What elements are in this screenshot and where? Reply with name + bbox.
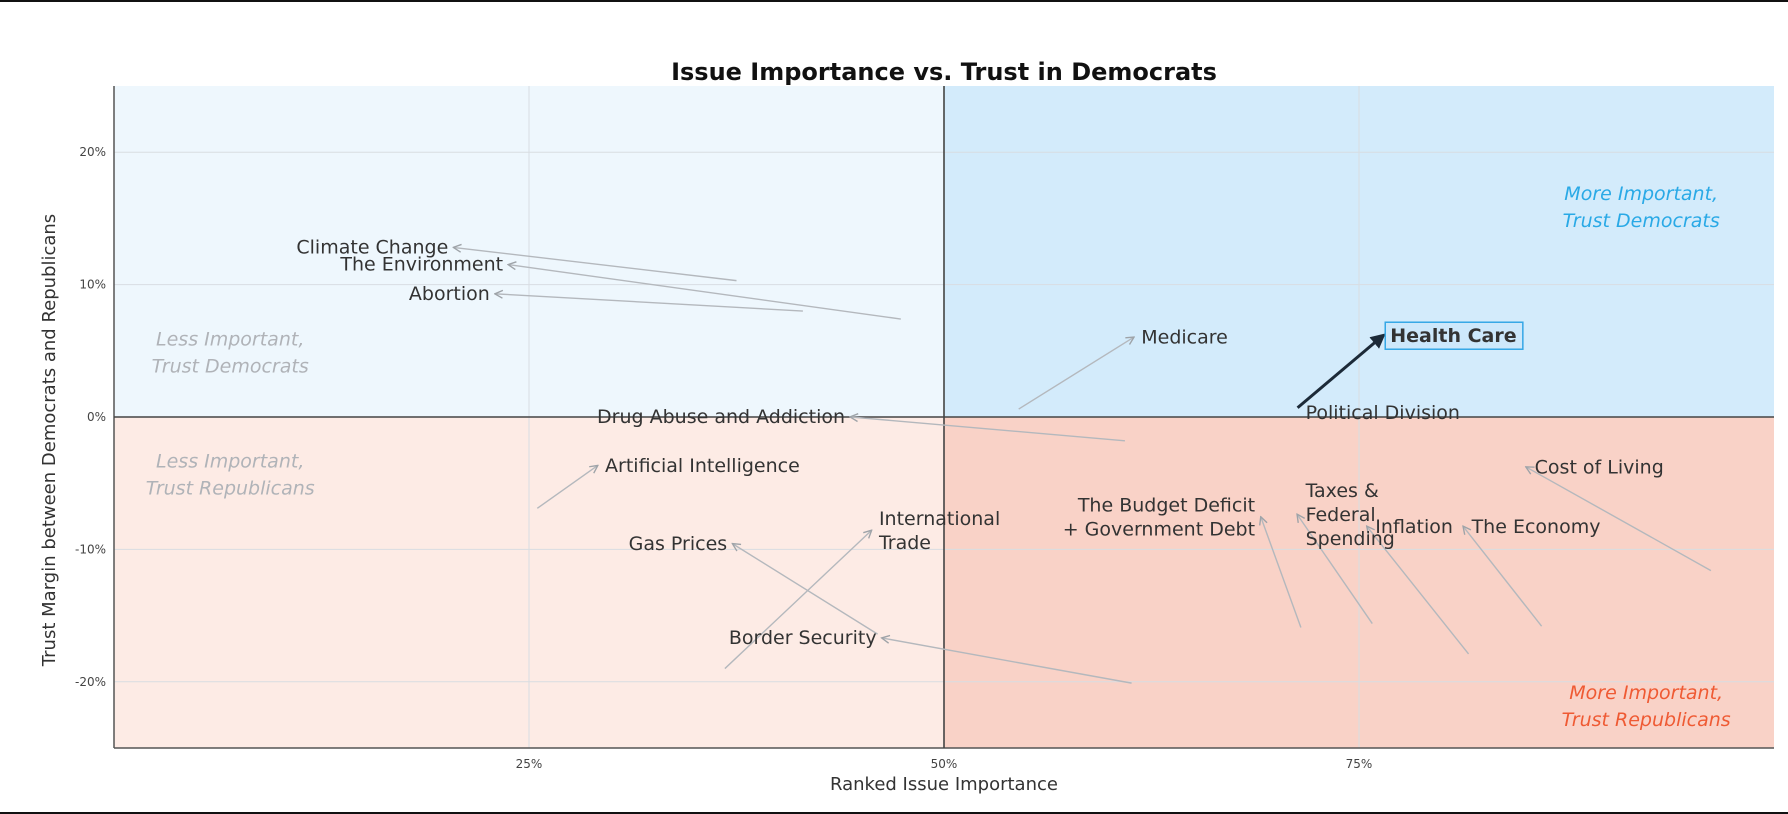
x-tick-label: 50% xyxy=(931,757,958,771)
y-tick-label: 0% xyxy=(87,410,106,424)
issue-arrow xyxy=(733,544,878,635)
highlight-box xyxy=(1384,321,1524,350)
issue-label: The Economy xyxy=(1471,516,1601,538)
issue-label: Border Security xyxy=(729,627,877,649)
y-tick-label: -10% xyxy=(75,542,106,556)
issue-label: Climate Change xyxy=(296,237,448,259)
quadrant-label: More Important, xyxy=(1564,183,1718,205)
issue-label: Abortion xyxy=(409,283,490,305)
y-tick-label: -20% xyxy=(75,675,106,689)
quadrant-label: More Important, xyxy=(1569,682,1723,704)
chart-title: Issue Importance vs. Trust in Democrats xyxy=(671,58,1217,86)
quadrant-label: Trust Democrats xyxy=(1563,210,1720,232)
issue-arrow xyxy=(1298,515,1373,624)
issue-label: Health Care xyxy=(1390,325,1516,347)
issue-label: Gas Prices xyxy=(629,533,728,555)
axes: 25% 50% 75% 20% 10% 0% -10% -20% xyxy=(75,86,1774,771)
issue-label: Political Division xyxy=(1306,402,1460,424)
x-tick-label: 25% xyxy=(516,757,543,771)
issue-label: Inflation xyxy=(1375,516,1453,538)
issue-label: Medicare xyxy=(1141,327,1228,349)
issue-arrow xyxy=(496,294,803,312)
issue-label: Federal xyxy=(1306,504,1376,526)
issue-label: Artificial Intelligence xyxy=(605,455,800,477)
x-tick-label: 75% xyxy=(1346,757,1373,771)
issue-label: Taxes & xyxy=(1305,480,1379,502)
issue-arrow xyxy=(1367,527,1470,655)
issue-arrow xyxy=(883,638,1132,684)
issue-arrow xyxy=(454,248,737,282)
issue-arrow xyxy=(1018,338,1134,410)
issue-arrow xyxy=(536,466,597,509)
y-axis-label: Trust Margin between Democrats and Repub… xyxy=(39,214,60,667)
y-tick-label: 20% xyxy=(79,145,106,159)
issue-arrow xyxy=(1296,333,1386,409)
quadrant-label: Trust Republicans xyxy=(1562,709,1731,731)
y-tick-label: 10% xyxy=(79,278,106,292)
issue-label: Cost of Living xyxy=(1535,456,1664,478)
quadrant-label: Trust Republicans xyxy=(146,477,315,499)
quadrant-label: Less Important, xyxy=(156,450,304,472)
issue-arrow xyxy=(851,417,1126,442)
quadrant-label: Less Important, xyxy=(156,329,304,351)
issue-arrow xyxy=(724,531,871,670)
issue-label: International xyxy=(879,508,1000,530)
issue-arrow xyxy=(509,265,901,320)
x-axis-label: Ranked Issue Importance xyxy=(830,774,1058,795)
issue-label: Drug Abuse and Addiction xyxy=(597,406,845,428)
quadrant-label: Trust Democrats xyxy=(152,356,309,378)
issue-label: Spending xyxy=(1306,528,1395,550)
issue-arrow xyxy=(1464,527,1543,627)
issue-arrow xyxy=(1261,518,1302,628)
issue-arrows xyxy=(454,248,1712,684)
issue-arrow xyxy=(1527,467,1712,572)
issue-label: The Budget Deficit xyxy=(1077,495,1255,517)
issue-label: Trade xyxy=(878,532,931,554)
issue-label: + Government Debt xyxy=(1063,519,1255,541)
issue-label: The Environment xyxy=(339,254,503,276)
